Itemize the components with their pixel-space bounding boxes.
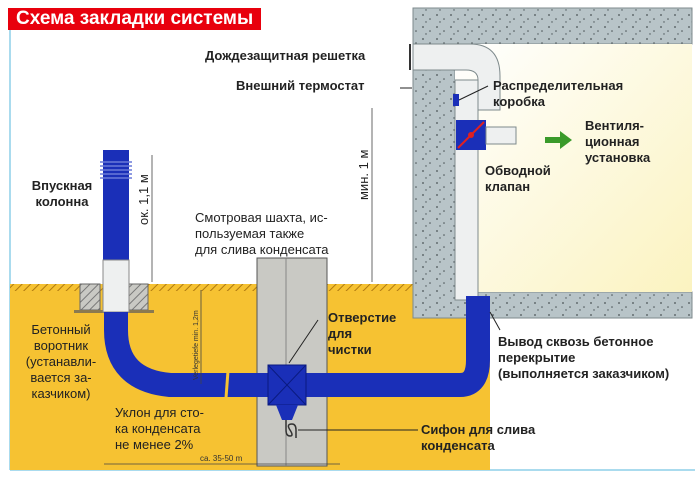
length-dim: ca. 35-50 m <box>200 454 243 463</box>
ventilation-unit-label: Вентиля- ционная установка <box>585 118 651 165</box>
inspection-shaft-label: Смотровая шахта, ис- пользуемая также дл… <box>195 210 329 257</box>
page-title: Схема закладки системы <box>8 8 262 30</box>
ground-pipe <box>104 300 490 397</box>
distribution-box <box>453 94 459 106</box>
airflow-arrow-icon <box>545 131 572 149</box>
inspection-shaft <box>256 257 328 467</box>
intake-column-label: Впускная колонна <box>31 178 93 209</box>
ground-surface <box>10 284 490 291</box>
laying-depth-dim: Verlegetiefe min. 1,2m <box>193 310 200 380</box>
distribution-box-label: Распределительная коробка <box>493 78 624 109</box>
intake-column <box>103 150 129 260</box>
slope-label: Уклон для сто- ка конденсата не менее 2% <box>115 405 204 452</box>
vertical-duct <box>454 79 479 301</box>
outlet-label: Вывод сквозь бетонное перекрытие (выполн… <box>498 334 670 381</box>
min-height-dim: мин. 1 м <box>356 150 371 200</box>
siphon-label: Сифон для слива конденсата <box>421 422 536 453</box>
ext-thermostat-label: Внешний термостат <box>236 78 365 93</box>
rain-grille-label: Дождезащитная решетка <box>205 48 366 63</box>
dimension-lines <box>104 108 373 465</box>
column-height-dim: ок. 1,1 м <box>136 174 151 225</box>
siphon <box>285 420 297 438</box>
duct-outlet <box>485 126 517 145</box>
valve-pivot <box>468 132 474 138</box>
ceiling-passage <box>466 296 490 318</box>
bypass-valve-label: Обводной клапан <box>485 163 551 194</box>
intake-grille <box>100 161 132 179</box>
cleaning-hole-label: Отверстие для чистки <box>328 310 397 357</box>
concrete-collar-label: Бетонный воротник (устанавли- вается за-… <box>25 322 97 401</box>
